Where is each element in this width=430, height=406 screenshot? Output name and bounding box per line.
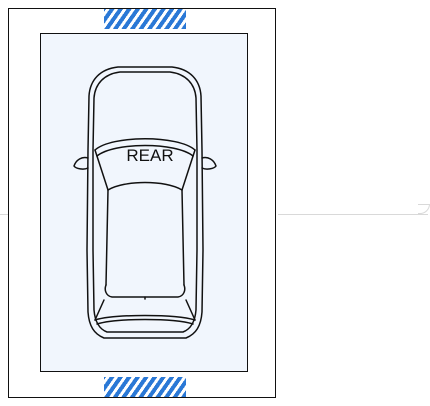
divider-line-right: [278, 214, 428, 215]
divider-line-left: [0, 214, 8, 215]
bay-marker-bottom: [104, 377, 186, 397]
bay-marker-top: [104, 9, 186, 29]
vehicle-orientation-label: REAR: [126, 146, 174, 165]
